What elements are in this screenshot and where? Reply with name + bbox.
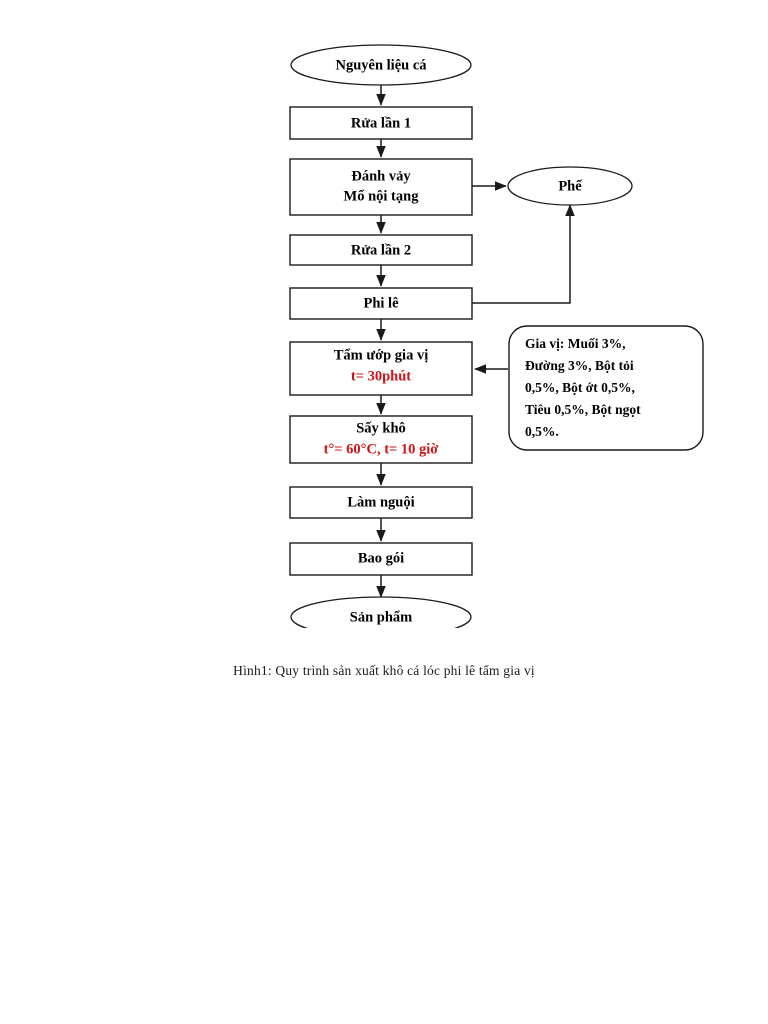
node-cool[interactable]: Làm nguội [289, 486, 473, 519]
fillet-label: Phi lê [363, 295, 399, 311]
cool-label: Làm nguội [347, 494, 414, 510]
waste-label: Phế [558, 178, 583, 194]
dry-label: Sấy khô [356, 420, 406, 436]
figure-caption: Hình1: Quy trình sản xuất khô cá lóc phi… [233, 663, 535, 678]
spices-line-5: 0,5%. [525, 424, 559, 439]
node-marinate[interactable]: Tẩm ướp gia vị t= 30phút [289, 341, 473, 396]
scaling-gutting-box [289, 158, 473, 216]
spices-box [508, 325, 704, 451]
spices-line-3: 0,5%, Bột ớt 0,5%, [525, 380, 635, 395]
scaling-gutting-label-line2: Mổ nội tạng [344, 188, 420, 204]
dry-box [289, 415, 473, 464]
pack-label: Bao gói [358, 550, 404, 566]
wash1-box [289, 106, 473, 140]
node-dry[interactable]: Sấy khô t°= 60°C, t= 10 giờ [289, 415, 473, 464]
node-wash1[interactable]: Rửa lần 1 [289, 106, 473, 140]
node-start[interactable]: Nguyên liệu cá [290, 44, 472, 86]
cool-box [289, 486, 473, 519]
wash1-label: Rửa lần 1 [351, 115, 411, 131]
spices-line-1: Gia vị: Muối 3%, [525, 336, 626, 351]
dry-params-label: t°= 60°C, t= 10 giờ [324, 441, 439, 457]
marinate-label: Tẩm ướp gia vị [334, 347, 428, 363]
fillet-box [289, 287, 473, 320]
marinate-time-label: t= 30phút [351, 368, 411, 384]
start-ellipse [290, 44, 472, 86]
scaling-gutting-label-line1: Đánh vảy [351, 168, 411, 184]
node-spices[interactable]: Gia vị: Muối 3%, Đường 3%, Bột tỏi 0,5%,… [508, 325, 704, 451]
node-pack[interactable]: Bao gói [289, 542, 473, 576]
process-flow-diagram: Nguyên liệu cá Rửa lần 1 Đánh vảy Mổ nội… [260, 44, 704, 646]
waste-ellipse [507, 166, 633, 206]
spices-line-2: Đường 3%, Bột tỏi [525, 358, 634, 373]
marinate-box [289, 341, 473, 396]
wash2-box [289, 234, 473, 266]
node-scaling-gutting[interactable]: Đánh vảy Mổ nội tạng [289, 158, 473, 216]
pack-box [289, 542, 473, 576]
spices-line-4: Tiêu 0,5%, Bột ngọt [525, 402, 641, 417]
node-waste[interactable]: Phế [507, 166, 633, 206]
wash2-label: Rửa lần 2 [351, 242, 411, 258]
node-fillet[interactable]: Phi lê [289, 287, 473, 320]
start-label: Nguyên liệu cá [335, 57, 427, 73]
product-label: Sản phẩm [350, 609, 412, 625]
product-clip-mask [260, 628, 520, 646]
edge-fillet-to-waste [472, 204, 575, 304]
node-wash2[interactable]: Rửa lần 2 [289, 234, 473, 266]
